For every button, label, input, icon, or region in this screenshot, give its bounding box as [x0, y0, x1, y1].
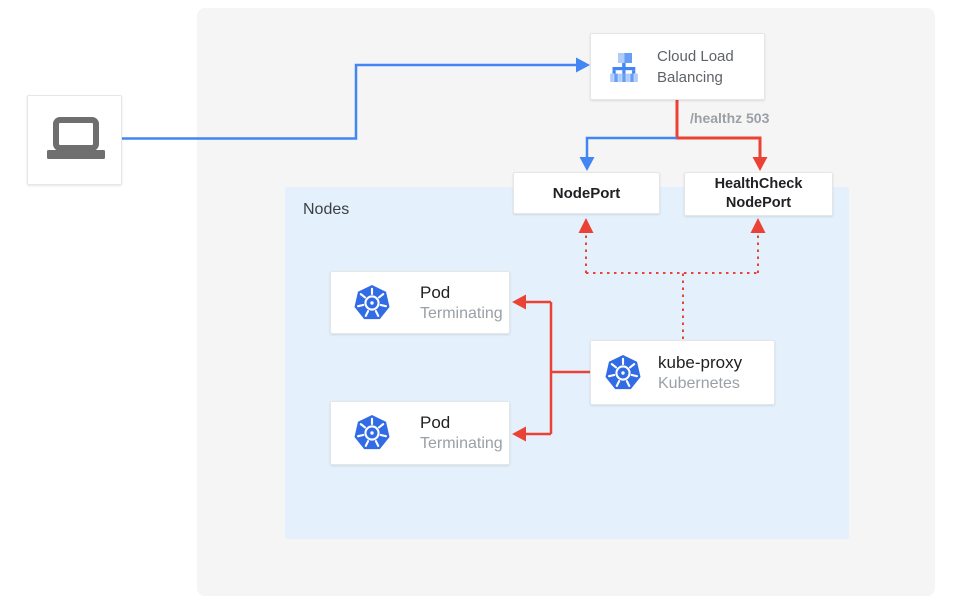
- kube-proxy-subtitle: Kubernetes: [658, 374, 740, 392]
- nodeport-node: NodePort: [513, 172, 660, 214]
- pod-status: Terminating: [420, 435, 503, 452]
- pod-status: Terminating: [420, 304, 503, 322]
- arrow-kubeproxy-to-pods: [512, 294, 590, 442]
- healthcheck-nodeport-label: HealthCheck NodePort: [714, 176, 803, 211]
- client-node: [27, 95, 122, 185]
- nodeport-label: NodePort: [552, 184, 621, 202]
- kube-proxy-title: kube-proxy: [658, 352, 743, 372]
- pod-title: Pod: [420, 413, 451, 432]
- pod-node-2: Pod Terminating: [330, 401, 510, 465]
- healthcheck-nodeport-node: HealthCheck NodePort: [684, 172, 833, 216]
- pod-node-1: Pod Terminating: [330, 271, 510, 334]
- kube-proxy-node: kube-proxy Kubernetes: [590, 340, 775, 405]
- laptop-icon: [46, 117, 105, 159]
- healthz-status-label: /healthz 503: [690, 110, 770, 126]
- dotted-kubeproxy-to-ports: [578, 218, 766, 339]
- arrow-client-to-clb: [122, 57, 590, 140]
- arrow-clb-to-nodeport: [579, 136, 677, 171]
- kubernetes-icon: [354, 415, 390, 450]
- kubernetes-icon: [354, 284, 390, 319]
- cloud-load-balancing-label: Cloud Load Balancing: [657, 47, 734, 86]
- pod-title: Pod: [420, 282, 451, 302]
- cloud-load-balancing-node: Cloud Load Balancing: [590, 33, 765, 100]
- arrow-clb-to-healthcheck-nodeport: [675, 100, 768, 171]
- cloud-load-balancing-icon: [610, 52, 638, 82]
- nodes-group-label: Nodes: [303, 201, 350, 218]
- kubernetes-icon: [605, 354, 641, 389]
